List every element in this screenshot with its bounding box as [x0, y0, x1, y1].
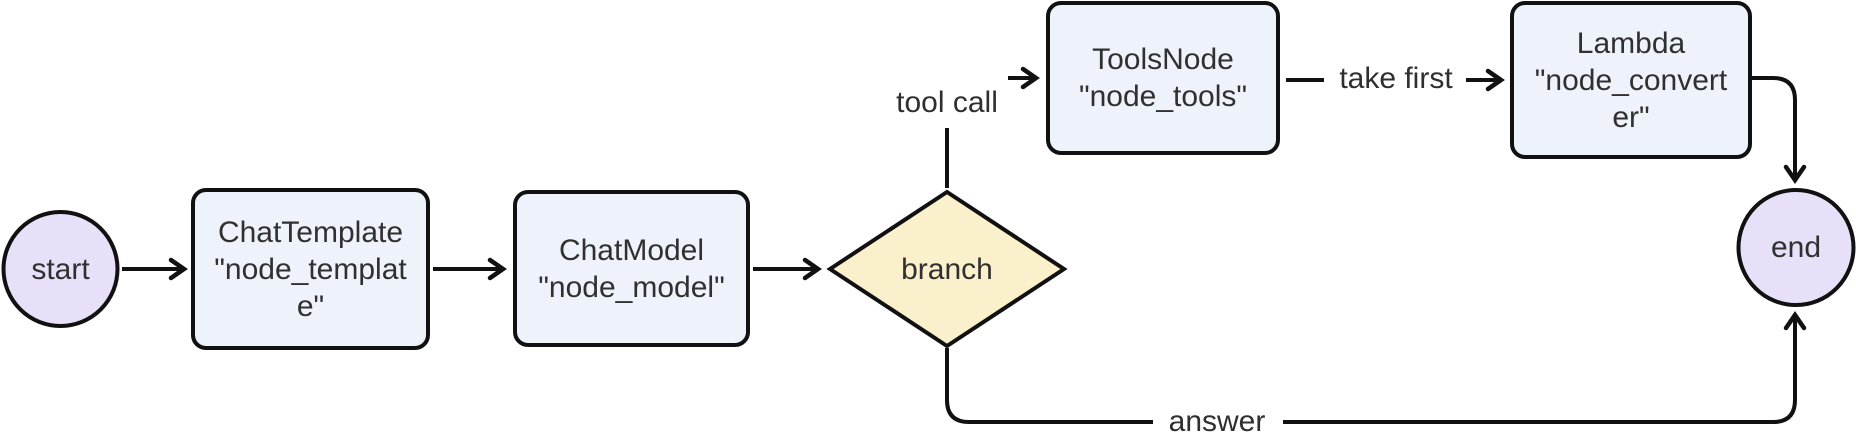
start-node — [1, 210, 120, 328]
end-node — [1736, 188, 1856, 307]
branch-decision-node — [826, 189, 1068, 349]
arrow-converter-to-end — [1750, 76, 1807, 184]
tools-node — [1046, 1, 1280, 155]
arrow-branch-to-end — [1283, 311, 1807, 424]
chat-model-node — [513, 190, 750, 347]
edge-branch-to-end-left — [945, 348, 1153, 424]
chat-template-node — [191, 188, 430, 350]
lambda-converter-node — [1510, 1, 1752, 159]
